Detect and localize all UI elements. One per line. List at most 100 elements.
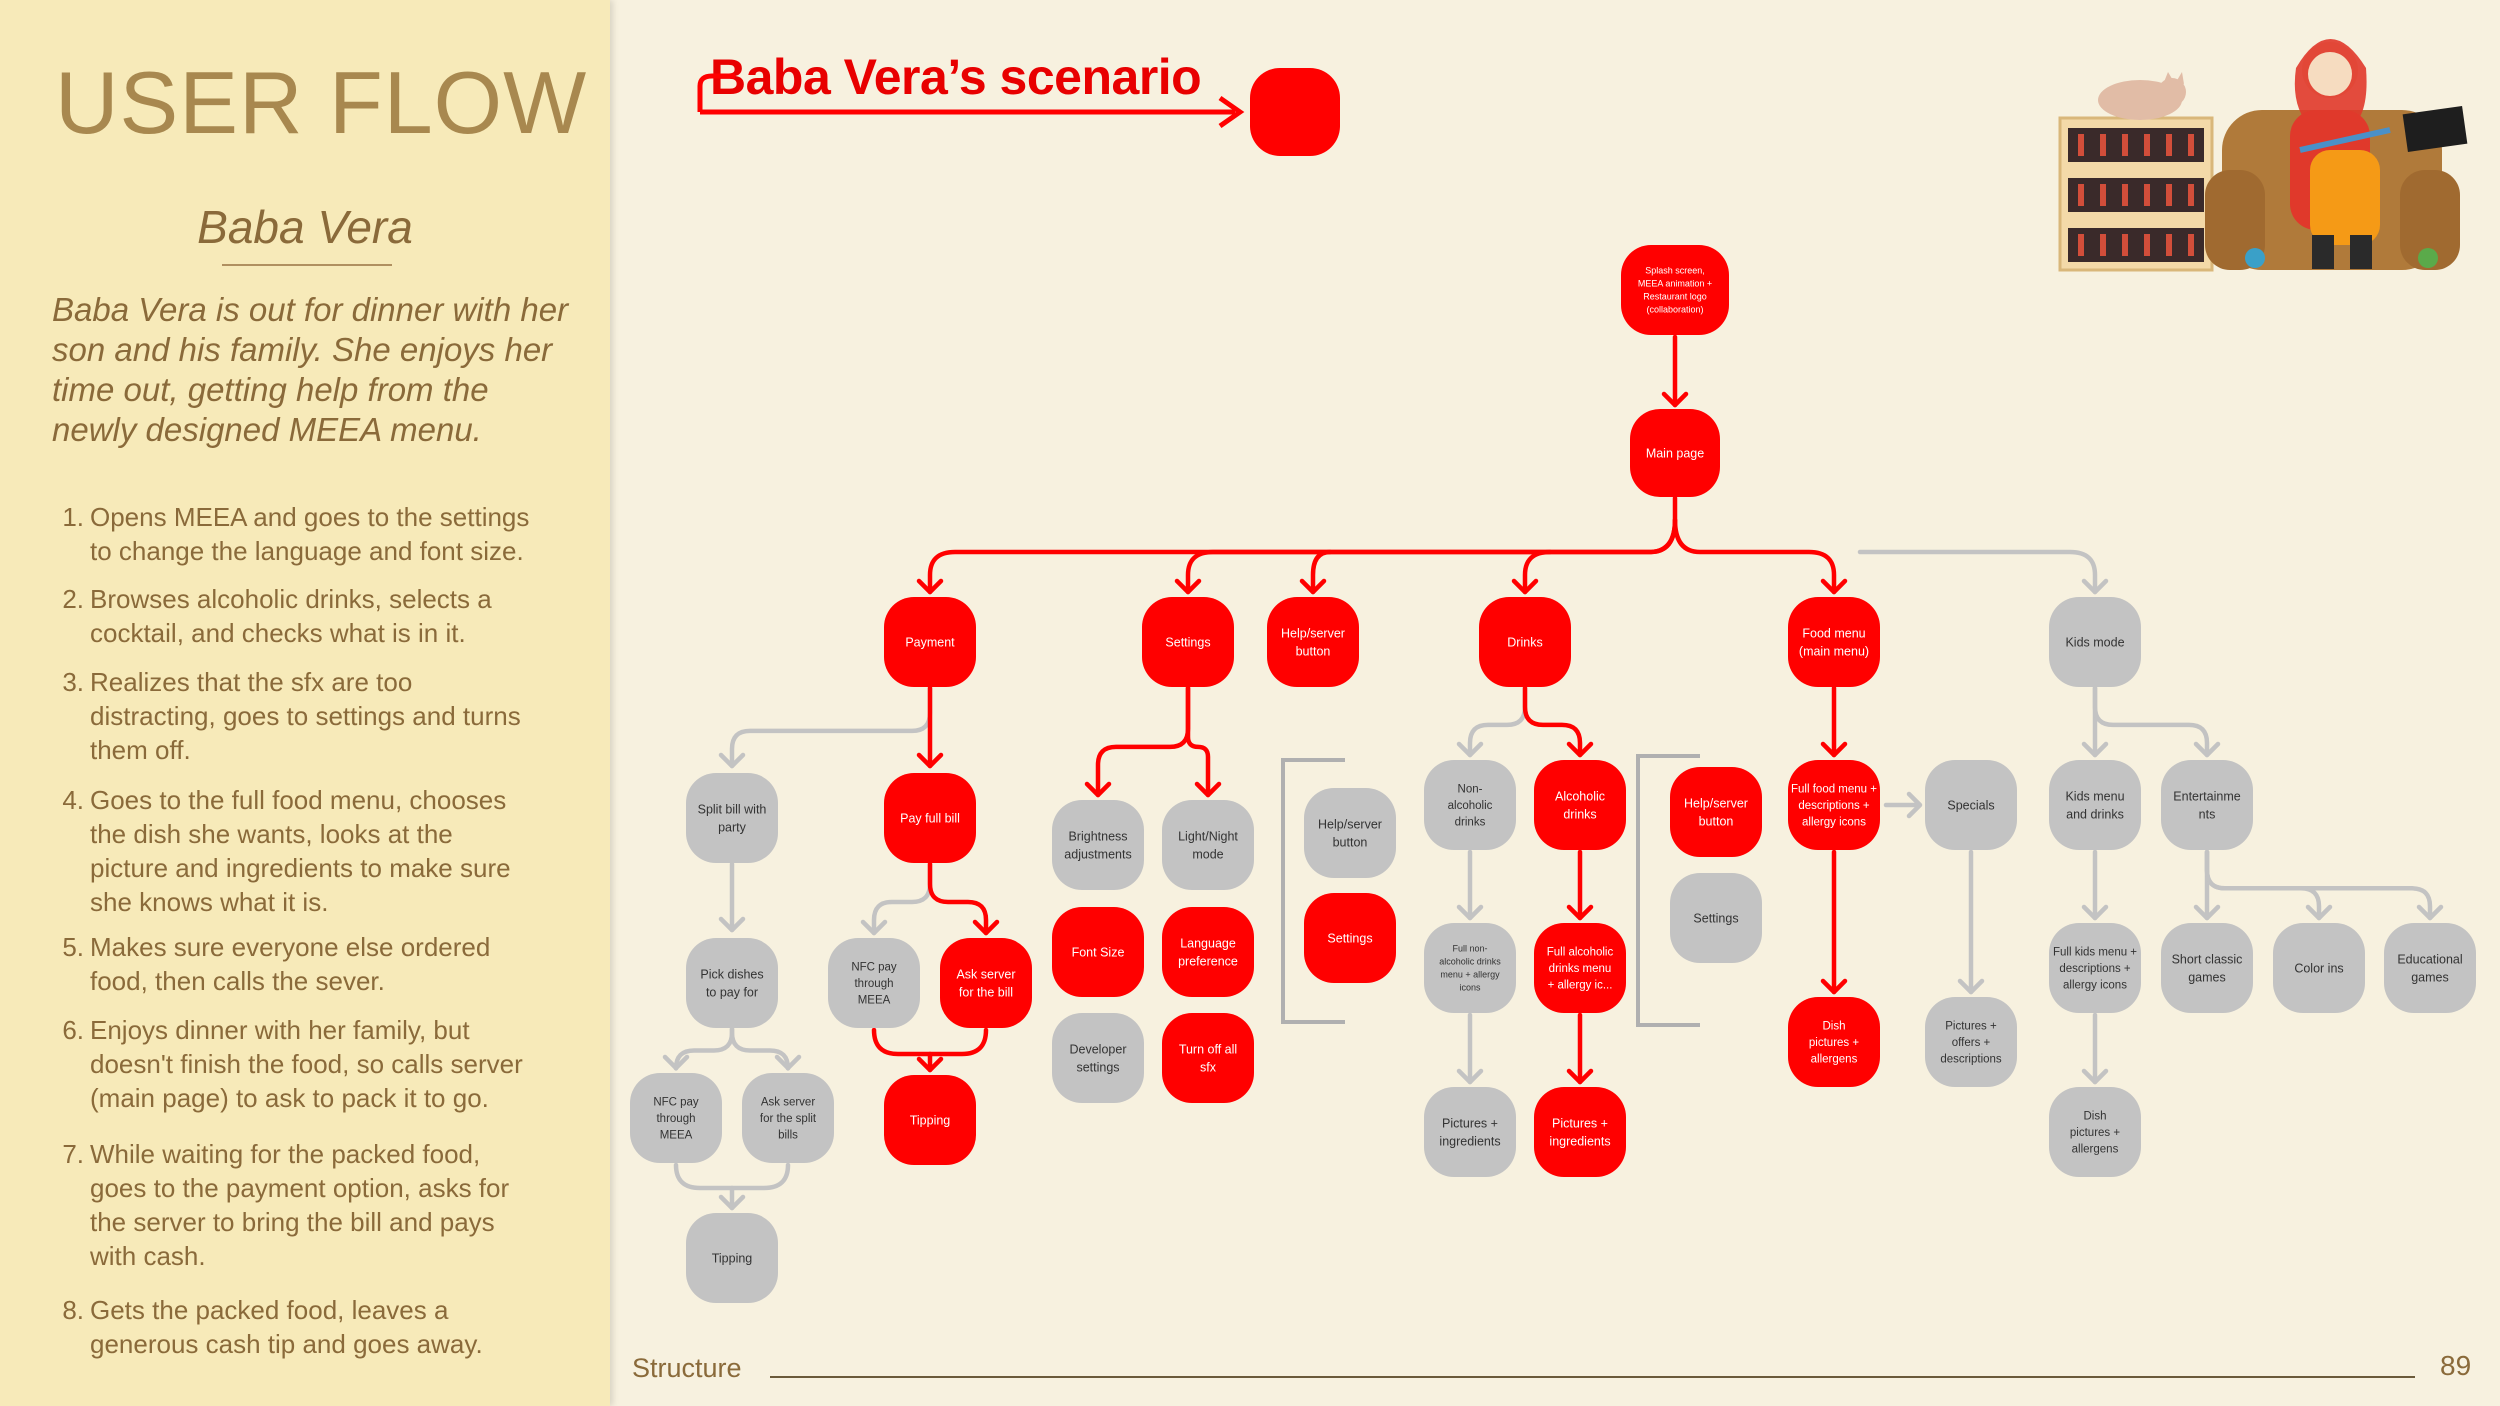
flow-node-help-server: Help/server button	[1267, 597, 1359, 687]
flow-node-drinks-group-help: Help/serverbutton	[1670, 767, 1762, 857]
node-label: Dish	[2083, 1110, 2106, 1122]
node-shape	[1052, 1013, 1144, 1103]
node-label: MEEA	[858, 995, 891, 1007]
node-label: Kids mode	[2065, 635, 2124, 649]
node-label: ingredients	[1439, 1134, 1500, 1148]
node-shape	[686, 773, 778, 863]
node-label: Pay full bill	[900, 811, 960, 825]
node-label: Full non-	[1452, 944, 1487, 954]
node-label: Settings	[1165, 635, 1210, 649]
merge-connector	[676, 1165, 788, 1188]
node-label: Help/server	[1281, 626, 1345, 640]
node-label: offers +	[1952, 1037, 1991, 1049]
flow-node-specials: Specials	[1925, 760, 2017, 850]
flow-node-full-kids: Full kids menu +descriptions +allergy ic…	[2049, 923, 2141, 1013]
node-label: for the bill	[959, 985, 1013, 999]
node-label: Pictures +	[1442, 1116, 1498, 1130]
flow-node-full-non-alc: Full non-alcoholic drinksmenu + allergyi…	[1424, 923, 1516, 1013]
node-label: Settings	[1327, 931, 1372, 945]
branch-connector	[1188, 520, 1675, 592]
node-label: preference	[1178, 954, 1238, 968]
branch-connector	[1675, 520, 1834, 592]
node-label: (main menu)	[1799, 644, 1869, 658]
node-shape	[2384, 923, 2476, 1013]
node-shape	[1424, 923, 1516, 1013]
node-label: + allergy ic...	[1548, 980, 1613, 992]
flow-node-food-menu: Food menu(main menu)	[1788, 597, 1880, 687]
node-label: and drinks	[2066, 807, 2124, 821]
node-shape	[2161, 760, 2253, 850]
flow-node-font-size: Font Size	[1052, 907, 1144, 997]
branch-connector	[1188, 688, 1208, 795]
node-label: Brightness	[1068, 829, 1127, 843]
node-label: settings	[1076, 1060, 1119, 1074]
flow-node-payment: Payment	[884, 597, 976, 687]
node-label: descriptions	[1940, 1054, 2002, 1066]
node-label: allergy icons	[2063, 980, 2127, 992]
flow-node-tipping-full: Tipping	[884, 1075, 976, 1165]
branch-connector	[930, 498, 1675, 592]
node-shape	[686, 938, 778, 1028]
flow-nodes: Splash screen,MEEA animation +Restaurant…	[630, 245, 2476, 1303]
flow-node-kids-dish-pics: Dishpictures +allergens	[2049, 1087, 2141, 1177]
page-number: 89	[2440, 1350, 2471, 1382]
node-label: pictures +	[1809, 1037, 1859, 1049]
node-label: through	[854, 978, 893, 990]
node-label: Specials	[1947, 798, 1994, 812]
branch-connector	[2207, 852, 2319, 918]
node-label: Full alcoholic	[1547, 946, 1614, 958]
flow-node-color-ins: Color ins	[2273, 923, 2365, 1013]
node-shape	[1621, 245, 1729, 335]
node-label: Splash screen,	[1645, 266, 1705, 276]
node-label: Pick dishes	[700, 967, 763, 981]
node-shape	[1267, 597, 1359, 687]
node-label: Language	[1180, 936, 1236, 950]
branch-connector	[2095, 688, 2207, 755]
flow-node-brightness: Brightnessadjustments	[1052, 800, 1144, 890]
node-label: Split bill with	[698, 802, 767, 816]
node-label: button	[1699, 814, 1734, 828]
node-label: Turn off all	[1179, 1042, 1237, 1056]
node-label: party	[718, 820, 747, 834]
node-label: Payment	[905, 635, 955, 649]
node-label: Font Size	[1072, 945, 1125, 959]
node-label: Full kids menu +	[2053, 946, 2137, 958]
node-label: alcoholic drinks	[1439, 957, 1501, 967]
footer-section-label: Structure	[632, 1353, 742, 1384]
flow-node-non-alcoholic: Non-alcoholic drinks	[1424, 760, 1516, 850]
node-label: Ask server	[761, 1096, 815, 1108]
flow-node-pics-alc: Pictures +ingredients	[1534, 1087, 1626, 1177]
node-label: games	[2188, 970, 2226, 984]
node-label: Developer	[1070, 1042, 1127, 1056]
node-label: button	[1296, 644, 1331, 658]
flow-node-drinks: Drinks	[1479, 597, 1571, 687]
node-shape	[940, 938, 1032, 1028]
node-label: Color ins	[2294, 961, 2343, 975]
node-shape	[1534, 760, 1626, 850]
node-label: allergens	[1811, 1054, 1858, 1066]
branch-connector	[1860, 552, 2095, 592]
node-label: ingredients	[1549, 1134, 1610, 1148]
node-label: drinks	[1455, 817, 1486, 829]
node-shape	[2161, 923, 2253, 1013]
node-label: Help/server	[1318, 817, 1382, 831]
node-shape	[2049, 760, 2141, 850]
node-label: sfx	[1200, 1060, 1217, 1074]
node-shape	[1162, 1013, 1254, 1103]
node-shape	[1788, 597, 1880, 687]
node-label: games	[2411, 970, 2449, 984]
node-label: alcoholic	[1448, 800, 1493, 812]
node-label: through	[656, 1113, 695, 1125]
node-label: Pictures +	[1945, 1020, 1997, 1032]
flow-node-main-page: Main page	[1630, 409, 1720, 497]
branch-connector	[1098, 688, 1188, 795]
node-label: Alcoholic	[1555, 789, 1605, 803]
node-label: Non-	[1458, 783, 1483, 795]
node-label: icons	[1459, 983, 1481, 993]
node-label: Main page	[1646, 446, 1704, 460]
legend-active-swatch	[1250, 68, 1340, 156]
node-shape	[1424, 1087, 1516, 1177]
flow-node-kids-menu: Kids menuand drinks	[2049, 760, 2141, 850]
